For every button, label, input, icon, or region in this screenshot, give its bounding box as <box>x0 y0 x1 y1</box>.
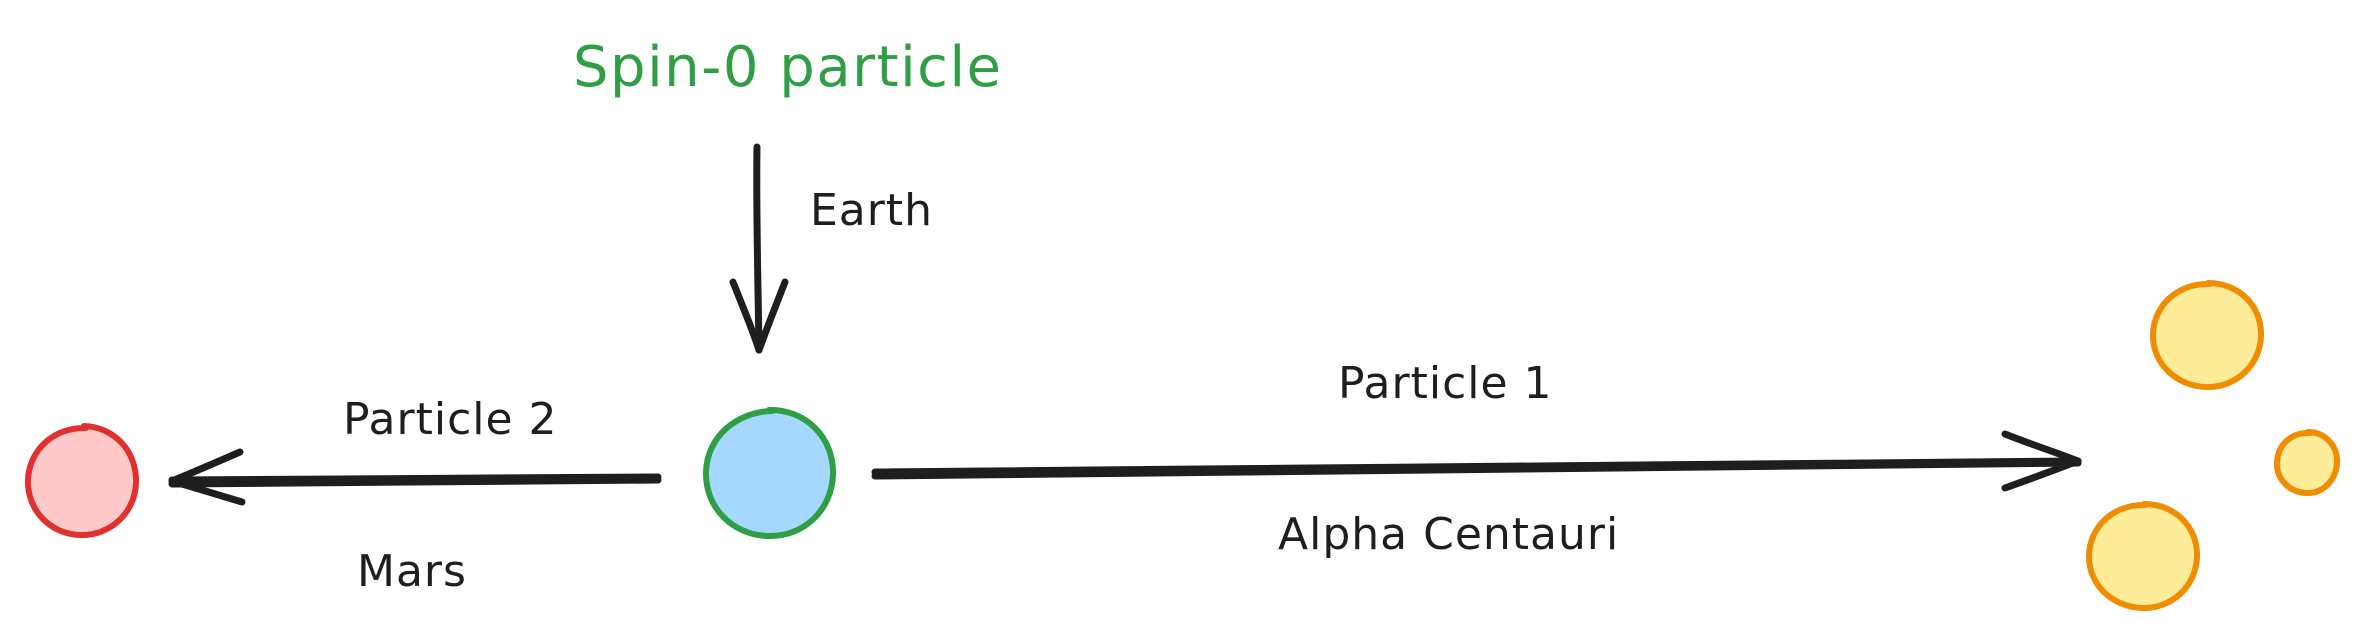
alpha-centauri-star-icon <box>2085 501 2201 612</box>
origin-label: Earth <box>810 185 933 236</box>
alpha-centauri-star-icon <box>2149 280 2265 391</box>
mars-label: Mars <box>357 546 467 597</box>
alpha-centauri-star-icon <box>2273 429 2341 496</box>
particle-1-label: Particle 1 <box>1338 358 1553 409</box>
particle-2-arrow <box>168 448 662 506</box>
alpha-centauri-label: Alpha Centauri <box>1278 509 1620 560</box>
source-particle-icon <box>702 406 837 540</box>
particle-1-arrow <box>871 430 2082 492</box>
particle-2-label: Particle 2 <box>343 394 558 445</box>
diagram-title: Spin-0 particle <box>573 35 1003 100</box>
mars-planet-icon <box>24 423 140 539</box>
decay-arrow-down <box>729 143 789 354</box>
